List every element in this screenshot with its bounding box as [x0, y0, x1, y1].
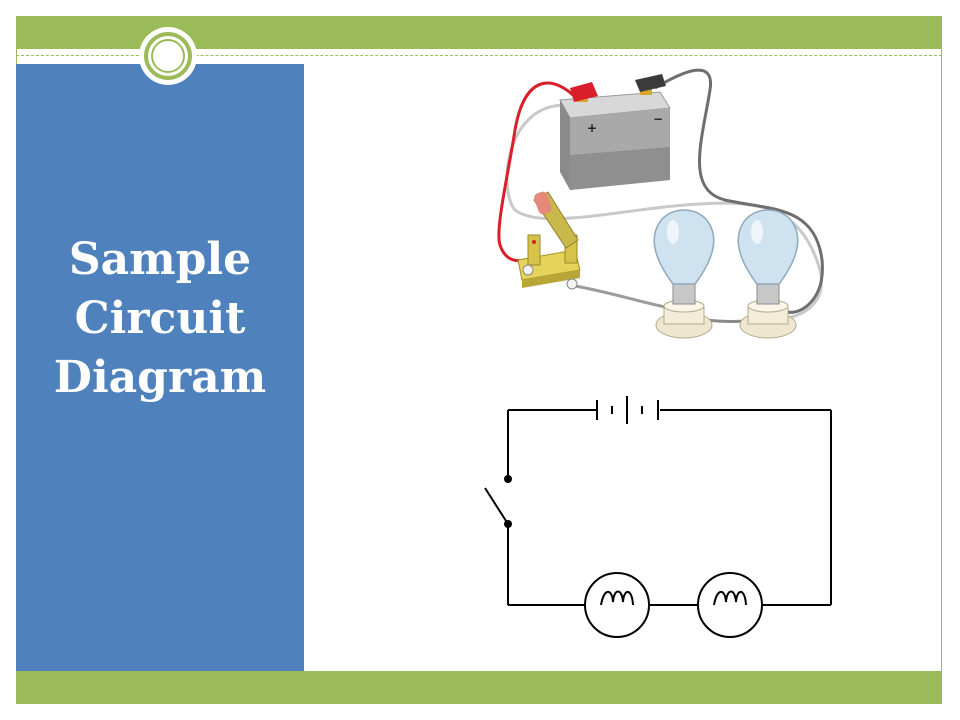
wire-red-positive — [497, 81, 580, 263]
circuit-schematic — [484, 396, 832, 638]
slide-title: Sample Circuit Diagram — [16, 230, 304, 407]
battery-plus-label: + — [587, 121, 597, 135]
slide-title-line-1: Sample — [68, 234, 252, 285]
title-panel — [16, 64, 304, 671]
battery-minus-label: − — [653, 112, 663, 126]
ring-ornament-icon — [139, 27, 197, 85]
wire-black-negative — [654, 68, 824, 314]
circuit-illustration: + − — [497, 68, 824, 339]
lamp-symbol-2 — [697, 572, 763, 638]
switch-contact-top — [504, 475, 512, 483]
top-dotted-rule — [16, 55, 942, 56]
battery-symbol — [596, 396, 659, 424]
light-bulb-icon-1 — [653, 209, 715, 339]
lamp-symbol-1 — [584, 572, 650, 638]
switch-contact-bottom — [504, 520, 512, 528]
knife-switch-icon — [517, 191, 581, 290]
light-bulb-icon-2 — [737, 209, 799, 339]
bottom-accent-band — [16, 671, 942, 704]
slide-title-line-3: Diagram — [53, 352, 267, 403]
slide-title-line-2: Circuit — [74, 293, 246, 344]
switch-blade — [484, 487, 509, 525]
battery-icon: + − — [559, 74, 671, 190]
